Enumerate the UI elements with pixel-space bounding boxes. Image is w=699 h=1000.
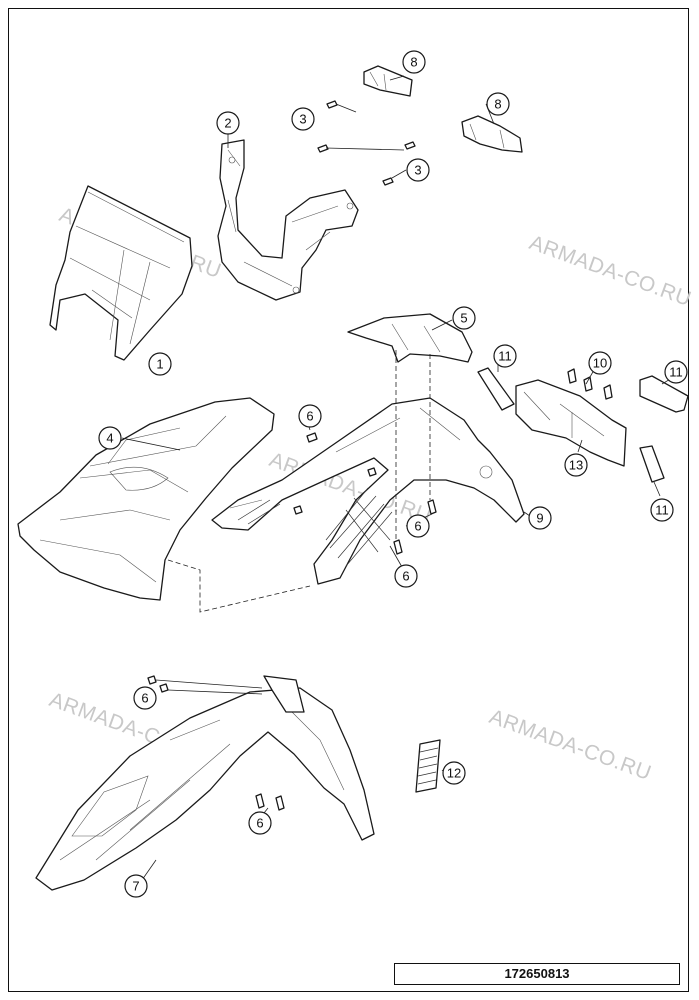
reflector-part-11a <box>477 367 515 411</box>
bolts-part-6-fender <box>147 675 305 811</box>
callout-6: 6 <box>298 404 322 428</box>
svg-text:6: 6 <box>141 691 148 706</box>
svg-text:7: 7 <box>132 879 139 894</box>
callout-3: 3 <box>406 158 430 182</box>
callout-12: 12 <box>442 761 466 785</box>
svg-text:12: 12 <box>447 766 461 781</box>
callout-5: 5 <box>452 306 476 330</box>
callout-3: 3 <box>291 107 315 131</box>
rubber-strip-part <box>415 739 441 793</box>
subframe-part <box>211 397 525 585</box>
callout-6: 6 <box>248 811 272 835</box>
headlight-bracket-part <box>217 139 359 301</box>
svg-text:3: 3 <box>414 163 421 178</box>
svg-text:8: 8 <box>494 97 501 112</box>
svg-text:4: 4 <box>106 431 113 446</box>
number-plate-part <box>347 313 473 363</box>
callout-2: 2 <box>216 111 240 135</box>
reflector-part-11b <box>639 375 689 413</box>
bushing-part-8a <box>363 65 413 97</box>
callout-8: 8 <box>402 50 426 74</box>
drawing-frame <box>8 8 689 992</box>
svg-text:11: 11 <box>669 365 683 380</box>
svg-text:13: 13 <box>569 458 583 473</box>
svg-text:6: 6 <box>402 569 409 584</box>
callout-10: 10 <box>588 351 612 375</box>
rear-fender-part <box>17 397 275 601</box>
callout-11: 11 <box>664 360 688 384</box>
callout-6: 6 <box>406 514 430 538</box>
svg-text:9: 9 <box>536 511 543 526</box>
callout-13: 13 <box>564 453 588 477</box>
headlight-mask-part <box>49 185 193 361</box>
watermark: ARMADA-CO.RU <box>486 705 654 785</box>
callout-4: 4 <box>98 426 122 450</box>
svg-text:6: 6 <box>414 519 421 534</box>
bushing-part-8b <box>461 115 523 153</box>
svg-text:11: 11 <box>498 349 512 364</box>
svg-text:6: 6 <box>256 816 263 831</box>
license-plate-holder-part <box>515 379 627 467</box>
front-fender-part <box>35 687 375 891</box>
reflector-part-11c <box>639 445 665 483</box>
svg-text:5: 5 <box>460 311 467 326</box>
svg-text:8: 8 <box>410 55 417 70</box>
svg-text:2: 2 <box>224 116 231 131</box>
svg-text:3: 3 <box>299 112 306 127</box>
callout-6: 6 <box>394 564 418 588</box>
callout-7: 7 <box>124 874 148 898</box>
screws-part-10 <box>567 368 613 400</box>
svg-text:10: 10 <box>593 356 607 371</box>
drawing-number-label: 172650813 <box>394 963 680 985</box>
leader-lines <box>121 75 673 881</box>
svg-text:11: 11 <box>655 503 669 518</box>
watermark: ARMADA-CO.RU <box>526 231 694 311</box>
screws-part-3 <box>317 100 416 186</box>
callout-1: 1 <box>148 352 172 376</box>
bolts-part-6-subframe <box>293 432 437 555</box>
callout-8: 8 <box>486 92 510 116</box>
svg-text:1: 1 <box>156 357 163 372</box>
callout-9: 9 <box>528 506 552 530</box>
svg-text:6: 6 <box>306 409 313 424</box>
callout-11: 11 <box>493 344 517 368</box>
callout-6: 6 <box>133 686 157 710</box>
callout-11: 11 <box>650 498 674 522</box>
